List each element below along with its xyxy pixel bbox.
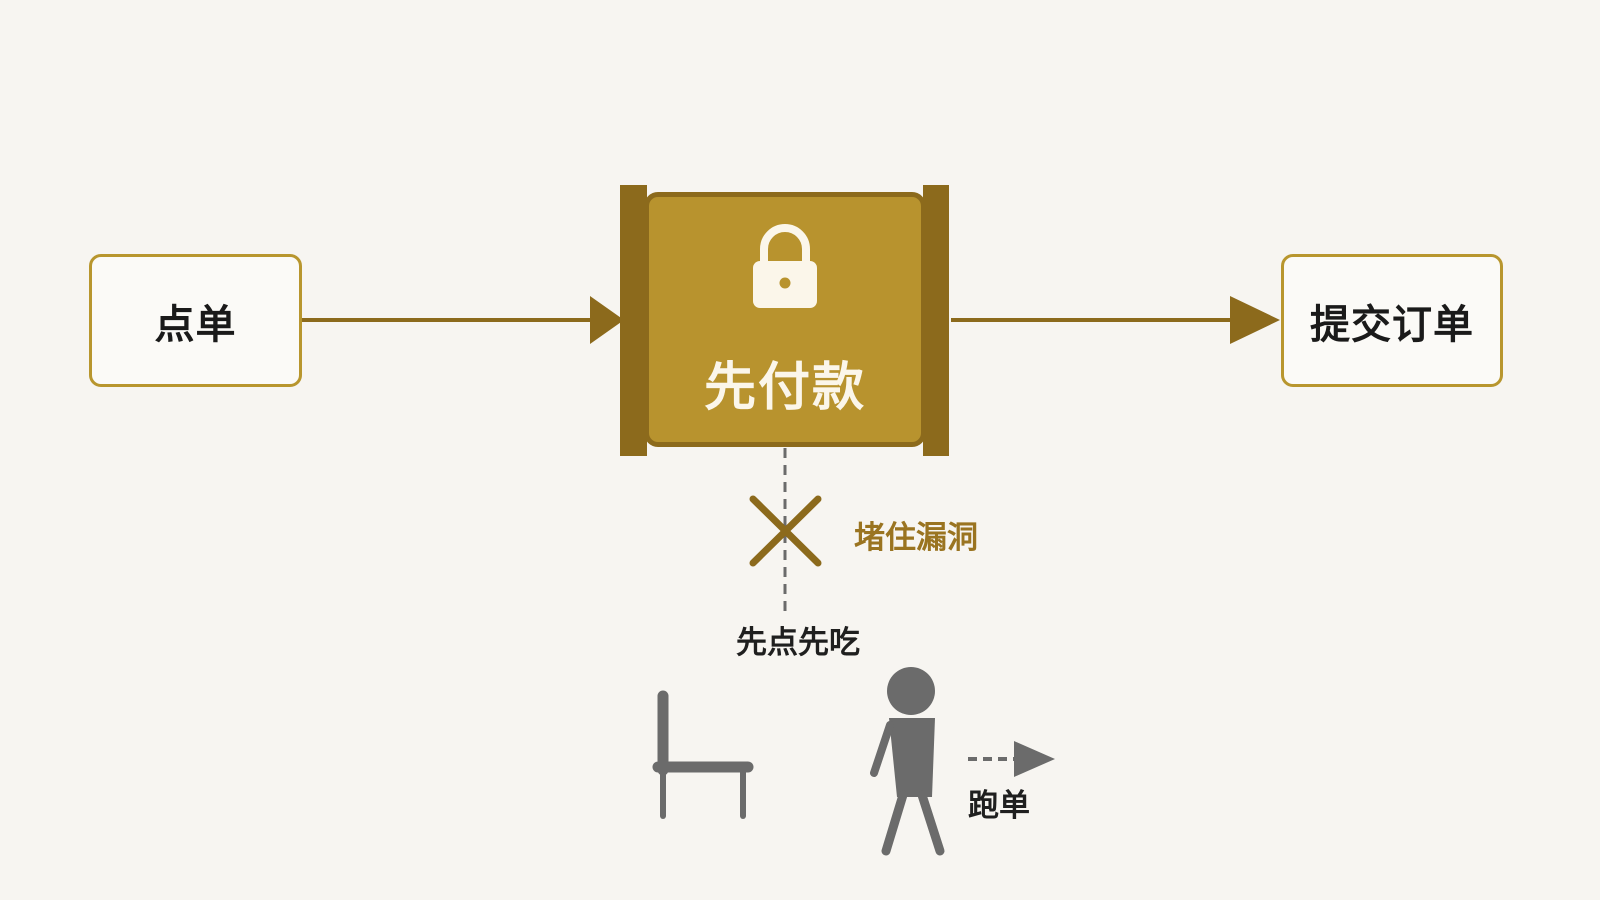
gate-label: 先付款 bbox=[703, 358, 866, 418]
cross-icon bbox=[749, 495, 822, 567]
node-submit-order: 提交订单 bbox=[1281, 254, 1503, 387]
node-payment-gate: 先付款 bbox=[644, 192, 926, 447]
gate-bar-right bbox=[923, 185, 949, 456]
dine-and-dash-label: 跑单 bbox=[968, 788, 1030, 824]
arrow-order-to-gate bbox=[302, 296, 624, 344]
chair-icon bbox=[652, 690, 754, 819]
lock-icon bbox=[753, 224, 817, 308]
dashed-arrow-icon bbox=[968, 741, 1055, 777]
gate-bar-left bbox=[620, 185, 647, 456]
arrow-gate-to-submit bbox=[951, 296, 1280, 344]
walking-person-icon bbox=[870, 667, 945, 856]
fix-label: 堵住漏洞 bbox=[854, 520, 978, 556]
node-order: 点单 bbox=[89, 254, 302, 387]
loophole-label: 先点先吃 bbox=[736, 625, 860, 661]
